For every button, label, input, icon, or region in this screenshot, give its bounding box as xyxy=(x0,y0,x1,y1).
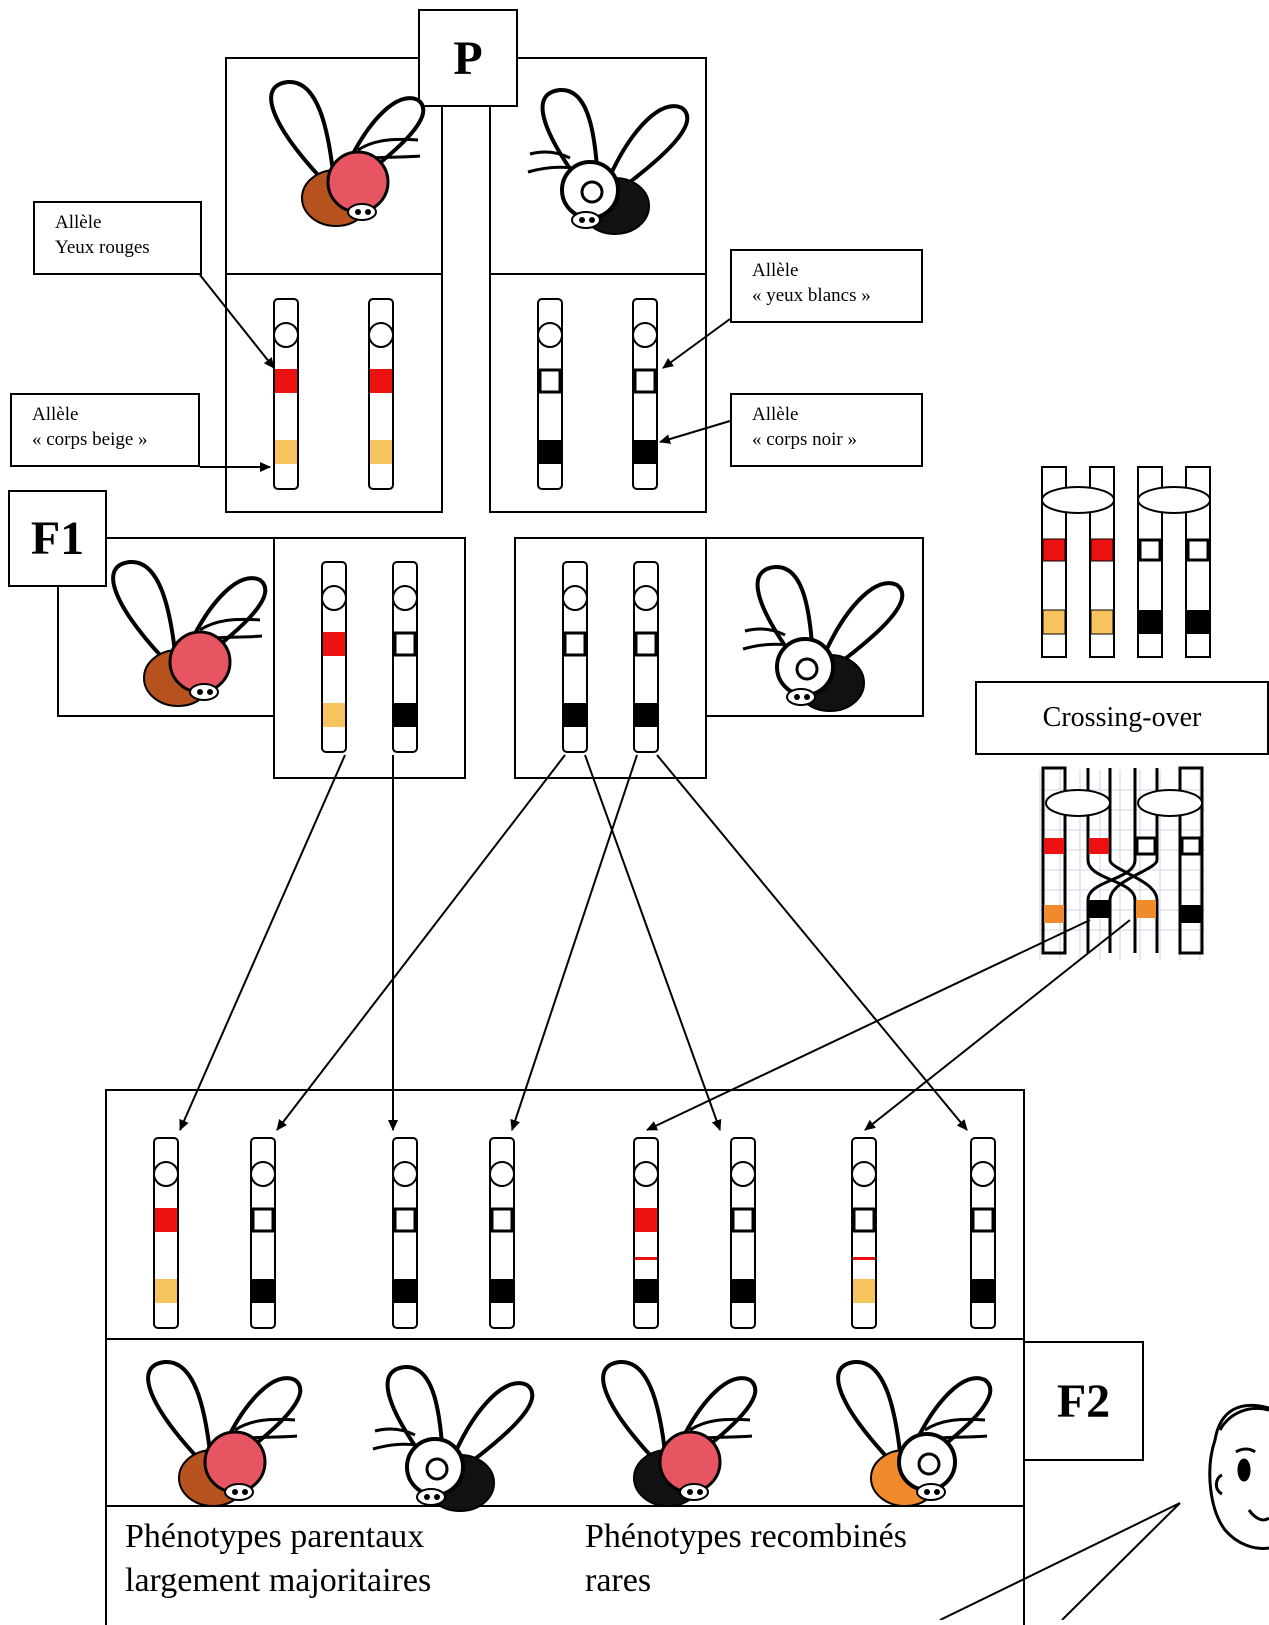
chromosome xyxy=(730,1137,756,1329)
chromosome xyxy=(970,1137,996,1329)
arrow-red-eyes xyxy=(199,274,275,369)
chromosome xyxy=(562,561,588,753)
arrow-white-eyes xyxy=(662,318,731,369)
f1-chromosome2-panel xyxy=(514,537,707,779)
arrow-recombinant xyxy=(864,919,1131,1131)
chromosome xyxy=(321,561,347,753)
white-eyes-allele xyxy=(633,368,657,394)
chromosome xyxy=(250,1137,276,1329)
red-eyes-allele xyxy=(635,1208,657,1232)
arrow-inheritance xyxy=(179,754,346,1131)
fly-red-eyes-beige-body-icon xyxy=(146,1359,303,1508)
beige-body-allele xyxy=(275,440,297,464)
arrow-inheritance xyxy=(584,754,722,1131)
chromosome xyxy=(851,1137,877,1329)
black-body-allele xyxy=(394,703,416,727)
white-eyes-allele xyxy=(538,368,562,394)
black-body-allele xyxy=(539,440,561,464)
fly-red-eyes-beige-body-icon xyxy=(111,559,268,708)
chromosome xyxy=(489,1137,515,1329)
red-eyes-allele xyxy=(323,632,345,656)
red-eyes-allele xyxy=(275,369,297,393)
fly-white-eyes-black-body-icon xyxy=(741,564,905,713)
white-eyes-allele xyxy=(731,1207,755,1233)
f1-chromosome1-panel xyxy=(273,537,466,779)
white-eyes-allele xyxy=(393,1207,417,1233)
callout-black-body: Allèle« corps noir » xyxy=(730,393,923,467)
black-body-allele xyxy=(732,1279,754,1303)
chromosome xyxy=(273,298,299,490)
arrow-black-body xyxy=(659,420,731,444)
white-eyes-allele xyxy=(852,1207,876,1233)
p-parent2-chromosome-panel xyxy=(489,273,707,513)
callout-white-eyes: Allèle« yeux blancs » xyxy=(730,249,923,323)
arrow-inheritance xyxy=(656,754,968,1131)
arrow-inheritance xyxy=(276,754,566,1131)
generation-f2-label: F2 xyxy=(1023,1341,1144,1461)
white-eyes-allele xyxy=(490,1207,514,1233)
white-eyes-allele xyxy=(393,631,417,657)
fly-white-eyes-beige-body-icon xyxy=(836,1359,993,1508)
chromosome xyxy=(392,1137,418,1329)
callout-beige-body: Allèle« corps beige » xyxy=(10,393,200,467)
chromosome xyxy=(633,561,659,753)
black-body-allele xyxy=(635,1279,657,1303)
f2-caption-grid xyxy=(105,1505,1025,1625)
chromosome xyxy=(153,1137,179,1329)
red-eyes-allele xyxy=(155,1208,177,1232)
fly-red-eyes-black-body-icon xyxy=(601,1359,758,1508)
beige-body-allele xyxy=(155,1279,177,1303)
black-body-allele xyxy=(252,1279,274,1303)
beige-body-allele xyxy=(323,703,345,727)
red-eyes-allele xyxy=(370,369,392,393)
chromosome xyxy=(537,298,563,490)
arrow-inheritance xyxy=(510,754,638,1131)
fly-white-eyes-black-body-icon xyxy=(371,1364,535,1513)
chromosome xyxy=(632,298,658,490)
chromosome xyxy=(633,1137,659,1329)
crossing-over-before-icon xyxy=(1041,466,1211,658)
generation-p-label: P xyxy=(418,9,518,107)
black-body-allele xyxy=(635,703,657,727)
fly-red-eyes-beige-body-icon xyxy=(269,79,426,229)
black-body-allele xyxy=(972,1279,994,1303)
generation-f1-label: F1 xyxy=(8,490,107,587)
crossing-over-after-icon xyxy=(1039,766,1205,960)
white-eyes-allele xyxy=(251,1207,275,1233)
chromosome xyxy=(392,561,418,753)
student-face-icon xyxy=(1208,1403,1269,1550)
black-body-allele xyxy=(634,440,656,464)
fly-white-eyes-black-body-icon xyxy=(526,87,690,237)
crossover-mark xyxy=(635,1257,657,1260)
crossing-over-label: Crossing-over xyxy=(975,681,1269,755)
black-body-allele xyxy=(564,703,586,727)
speech-bubble-tail xyxy=(939,1502,1181,1620)
white-eyes-allele xyxy=(971,1207,995,1233)
black-body-allele xyxy=(491,1279,513,1303)
chromosome xyxy=(368,298,394,490)
black-body-allele xyxy=(394,1279,416,1303)
arrow-recombinant xyxy=(646,919,1091,1131)
white-eyes-allele xyxy=(563,631,587,657)
beige-body-allele xyxy=(370,440,392,464)
p-parent1-chromosome-panel xyxy=(225,273,443,513)
beige-body-allele xyxy=(853,1279,875,1303)
white-eyes-allele xyxy=(634,631,658,657)
crossover-mark xyxy=(853,1257,875,1260)
